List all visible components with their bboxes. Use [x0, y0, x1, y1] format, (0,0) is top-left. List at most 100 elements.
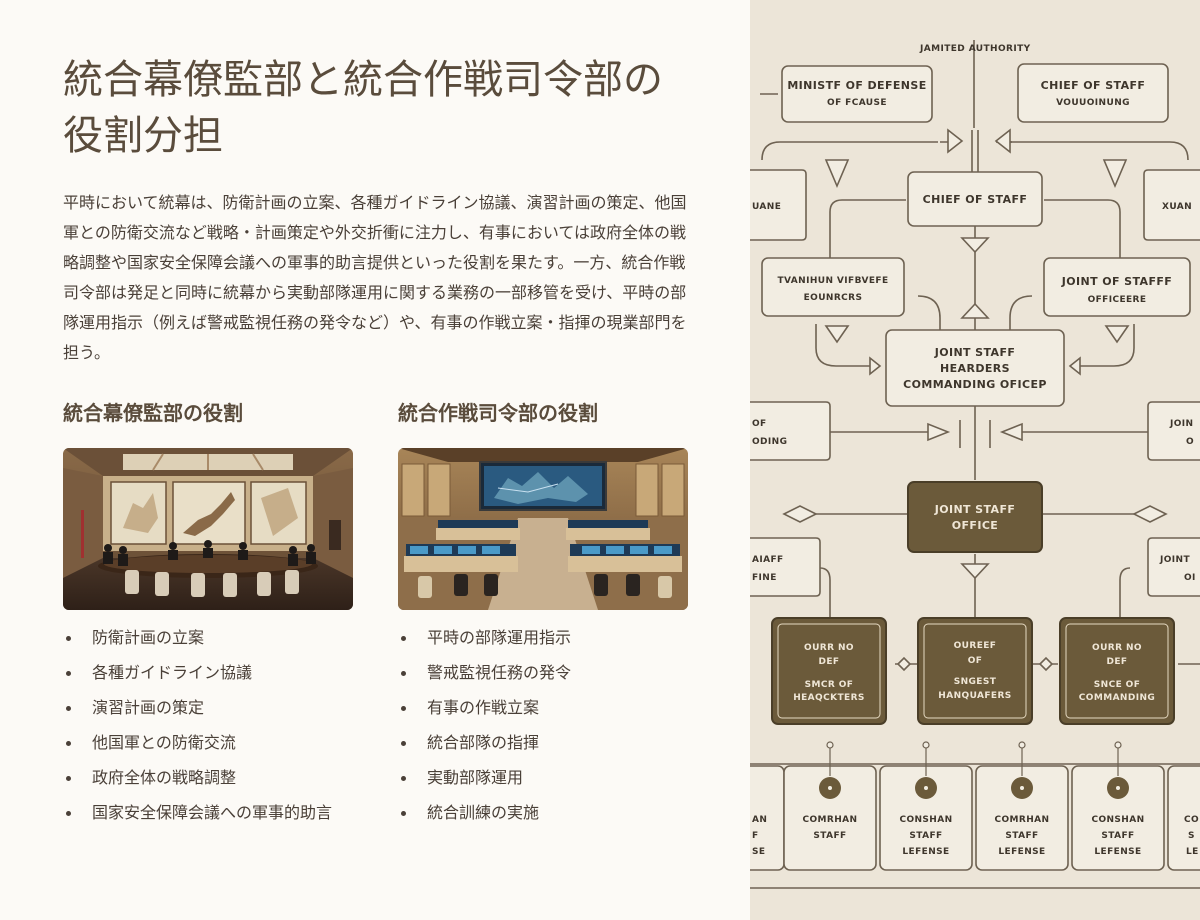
conference-room-image — [63, 448, 353, 610]
diagram-text: AIAFF — [752, 555, 784, 565]
list-item: 平時の部隊運用指示 — [398, 624, 688, 651]
bullet-icon — [66, 811, 71, 816]
diagram-text: LEFENSE — [902, 847, 949, 857]
org-chart-panel: JAMITED AUTHORITY MINISTF OF DEFENSE OF … — [750, 0, 1200, 920]
diagram-text: HEARDERS — [940, 362, 1010, 375]
diagram-text: STAFF — [1101, 831, 1134, 841]
list-item-text: 警戒監視任務の発令 — [427, 663, 572, 682]
diagram-text: VOUUOINUNG — [1056, 98, 1130, 108]
diagram-text: MINISTF OF DEFENSE — [787, 79, 926, 92]
diagram-top-label: JAMITED AUTHORITY — [919, 44, 1031, 54]
diagram-text: JOINT STAFF — [934, 503, 1016, 516]
column-joint-operations: 統合作戦司令部の役割 — [398, 398, 688, 834]
org-chart-diagram: JAMITED AUTHORITY MINISTF OF DEFENSE OF … — [750, 40, 1200, 889]
diagram-text: AN — [752, 815, 767, 825]
diagram-text: OFFICE — [952, 519, 998, 532]
diagram-text: FINE — [752, 573, 777, 583]
bullet-icon — [401, 706, 406, 711]
diagram-text: S — [1188, 831, 1195, 841]
diagram-text: EOUNRCRS — [804, 293, 863, 303]
list-item-text: 統合訓練の実施 — [427, 803, 540, 822]
conference-room-photo — [63, 448, 353, 610]
diagram-text: STAFF — [813, 831, 846, 841]
operations-center-photo — [398, 448, 688, 610]
diagram-text: OFFICEERE — [1088, 295, 1147, 305]
diagram-text: OUREEF — [954, 641, 997, 651]
operations-center-image — [398, 448, 688, 610]
bullet-icon — [66, 671, 71, 676]
list-item-text: 演習計画の策定 — [92, 698, 205, 717]
bullet-icon — [401, 811, 406, 816]
diagram-text: SNCE OF — [1094, 680, 1141, 690]
list-item-text: 実動部隊運用 — [427, 768, 524, 787]
list-item: 統合部隊の指揮 — [398, 729, 688, 756]
diagram-text: OURR NO — [1092, 643, 1142, 653]
diagram-text: LEFENSE — [998, 847, 1045, 857]
diagram-text: HEAQCKTERS — [793, 693, 865, 703]
diagram-text: UANE — [752, 202, 781, 212]
diagram-text: OF — [752, 419, 767, 429]
diagram-text: COMRHAN — [995, 815, 1050, 825]
list-item: 演習計画の策定 — [63, 694, 353, 721]
bullet-icon — [401, 671, 406, 676]
diagram-text: COMMANDING — [1079, 693, 1155, 703]
list-item: 有事の作戦立案 — [398, 694, 688, 721]
diagram-text: COMRHAN — [803, 815, 858, 825]
column-joint-staff: 統合幕僚監部の役割 — [63, 398, 353, 834]
list-item-text: 国家安全保障会議への軍事的助言 — [92, 803, 333, 822]
diagram-text: OF — [968, 656, 983, 666]
diagram-text: SNGEST — [954, 677, 997, 687]
diagram-text: OI — [1184, 573, 1196, 583]
diagram-text: TVANIHUN VIFBVEFE — [777, 276, 888, 286]
list-item-text: 防衛計画の立案 — [92, 628, 205, 647]
list-item-text: 政府全体の戦略調整 — [92, 768, 237, 787]
diagram-text: HANQUAFERS — [938, 691, 1011, 701]
diagram-text: ODING — [752, 437, 787, 447]
diagram-text: F — [752, 831, 759, 841]
diagram-text: O — [1186, 437, 1194, 447]
list-item-text: 他国軍との防衛交流 — [92, 733, 236, 752]
role-list: 防衛計画の立案 各種ガイドライン協議 演習計画の策定 他国軍との防衛交流 政府全… — [63, 624, 353, 826]
chief-of-staff-top-box — [1017, 63, 1169, 123]
diagram-text: CO — [1184, 815, 1199, 825]
diagram-text: OF FCAUSE — [827, 98, 887, 108]
diagram-text: JOIN — [1169, 419, 1193, 429]
diagram-text: OURR NO — [804, 643, 854, 653]
column-heading: 統合作戦司令部の役割 — [398, 401, 598, 425]
diagram-text: DEF — [819, 657, 840, 667]
diagram-text: DEF — [1107, 657, 1128, 667]
list-item: 実動部隊運用 — [398, 764, 688, 791]
diagram-text: SE — [752, 847, 765, 857]
diagram-text: STAFF — [1005, 831, 1038, 841]
list-item-text: 各種ガイドライン協議 — [92, 663, 253, 682]
diagram-text: CONSHAN — [899, 815, 952, 825]
page-title: 統合幕僚監部と統合作戦司令部の役割分担 — [63, 57, 663, 159]
bullet-icon — [66, 741, 71, 746]
content-panel: 統合幕僚監部と統合作戦司令部の役割分担 平時において統幕は、防衛計画の立案、各種… — [63, 57, 688, 878]
bullet-icon — [66, 706, 71, 711]
role-columns: 統合幕僚監部の役割 — [63, 398, 688, 878]
bullet-icon — [401, 636, 406, 641]
list-item-text: 有事の作戦立案 — [427, 698, 540, 717]
diagram-text: JOINT OF STAFFF — [1061, 275, 1172, 288]
diagram-text: CHIEF OF STAFF — [1041, 79, 1146, 92]
diagram-text: LEFENSE — [1094, 847, 1141, 857]
list-item-text: 平時の部隊運用指示 — [427, 628, 572, 647]
list-item: 統合訓練の実施 — [398, 799, 688, 826]
list-item: 国家安全保障会議への軍事的助言 — [63, 799, 343, 826]
diagram-text: CONSHAN — [1091, 815, 1144, 825]
diagram-text: CHIEF OF STAFF — [923, 193, 1028, 206]
diagram-text: LE — [1186, 847, 1199, 857]
diagram-text: JOINT STAFF — [934, 346, 1016, 359]
list-item: 政府全体の戦略調整 — [63, 764, 353, 791]
list-item: 防衛計画の立案 — [63, 624, 353, 651]
list-item: 各種ガイドライン協議 — [63, 659, 353, 686]
ministry-box — [781, 65, 933, 123]
bullet-icon — [401, 741, 406, 746]
column-heading: 統合幕僚監部の役割 — [63, 401, 243, 425]
role-list: 平時の部隊運用指示 警戒監視任務の発令 有事の作戦立案 統合部隊の指揮 実動部隊… — [398, 624, 688, 826]
diagram-text: COMMANDING OFICEP — [903, 378, 1047, 391]
bullet-icon — [66, 776, 71, 781]
diagram-text: JOINT — [1159, 555, 1190, 565]
